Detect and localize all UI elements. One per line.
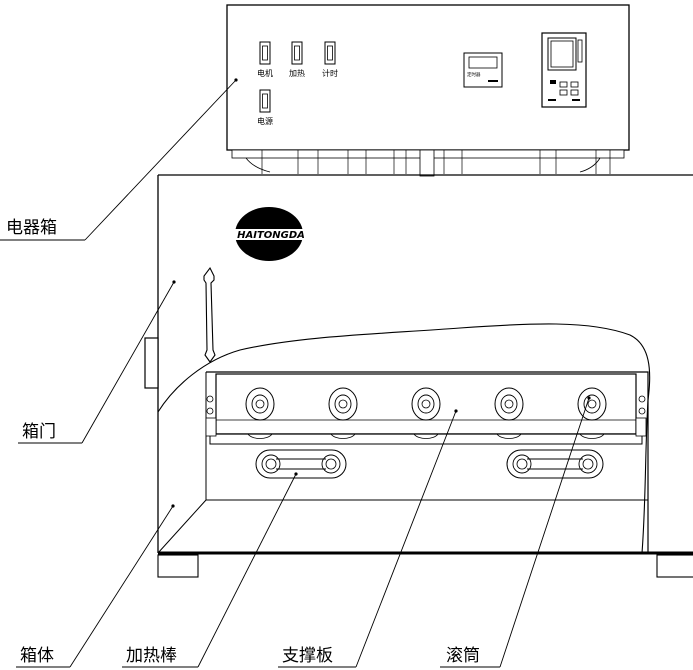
chamber-cover-curve <box>157 323 651 554</box>
timer-switch[interactable] <box>324 41 336 65</box>
callout-support-plate: 支撑板 <box>282 646 333 666</box>
timer-switch-label: 计时 <box>322 68 338 78</box>
heat-switch[interactable] <box>291 41 303 65</box>
callout-electrical-box: 电器箱 <box>6 218 57 238</box>
roller-5 <box>577 387 607 421</box>
electrical-box: 电机 加热 计时 电源 定时器 <box>226 4 630 177</box>
cabinet: HAITONGDA <box>144 174 693 578</box>
heat-switch-label: 加热 <box>289 68 305 78</box>
heating-rod-right <box>506 449 604 479</box>
callout-door: 箱门 <box>22 422 56 442</box>
power-switch-label: 电源 <box>257 116 273 126</box>
door-hinge <box>144 337 159 389</box>
motor-switch-label: 电机 <box>257 68 273 78</box>
brand-logo-text: HAITONGDA <box>237 230 305 241</box>
brand-logo: HAITONGDA <box>226 207 316 261</box>
door-handle[interactable] <box>203 266 216 363</box>
timer-display-label: 定时器 <box>467 71 481 78</box>
callout-body: 箱体 <box>20 646 54 666</box>
heating-rod-left <box>255 449 347 479</box>
motor-switch[interactable] <box>259 41 271 65</box>
roller-4 <box>494 387 524 421</box>
temperature-controller <box>541 32 587 108</box>
callout-heating-rod: 加热棒 <box>126 646 177 666</box>
roller-1 <box>245 387 275 421</box>
foot-right <box>656 554 693 578</box>
foot-left <box>157 554 199 578</box>
callout-roller: 滚筒 <box>446 646 480 666</box>
roller-2 <box>328 387 358 421</box>
callout-leaders <box>0 78 591 668</box>
timer-display: 定时器 <box>463 52 503 88</box>
power-switch[interactable] <box>259 89 271 113</box>
roller-3 <box>411 387 441 421</box>
